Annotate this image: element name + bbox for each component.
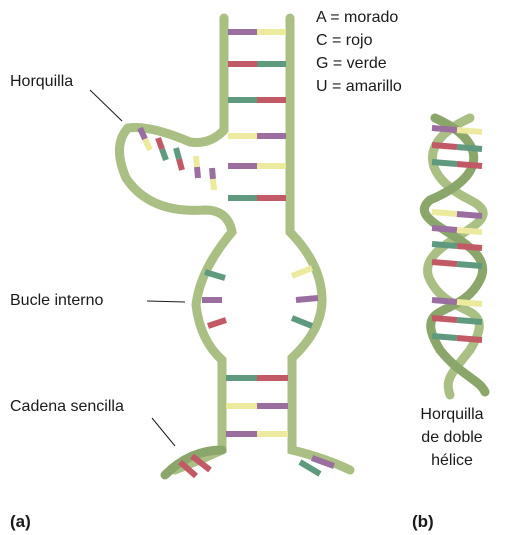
helix-pair-2-a (432, 162, 457, 164)
hairpin-pair-4-a (212, 168, 213, 179)
label-internal-loop: Bucle interno (10, 291, 103, 310)
panel-label-b: (b) (412, 512, 434, 532)
loop-base-4 (296, 298, 318, 300)
hairpin-pair-2-a (176, 148, 179, 159)
label-hairpin: Horquilla (10, 72, 73, 91)
helix-pair-8-b (457, 320, 482, 322)
caption-b-line2: de doble (392, 428, 508, 448)
double-helix-hairpin-b (424, 118, 485, 395)
helix-pair-1-b (457, 147, 482, 149)
hairpin-pair-0-b (145, 139, 150, 150)
helix-pair-3-a (432, 212, 457, 214)
helix-pair-6-a (432, 262, 457, 264)
loop-base-5 (292, 318, 312, 326)
helix-pair-5-a (432, 244, 457, 246)
helix-pair-9-b (457, 338, 482, 340)
helix-pair-5-b (457, 246, 482, 248)
caption-b-line1: Horquilla (392, 405, 508, 425)
helix-pair-8-a (432, 318, 457, 320)
hairpin-pair-3-b (197, 167, 198, 178)
legend-guanine: G = verde (316, 54, 387, 73)
caption-b-line3: hélice (392, 451, 508, 471)
hairpin-pair-3-a (196, 156, 197, 167)
hairpin-pair-1-a (158, 138, 162, 149)
panel-label-a: (a) (10, 512, 31, 532)
helix-pair-0-a (432, 128, 457, 130)
helix-pair-9-a (432, 336, 457, 338)
helix-pair-7-a (432, 300, 457, 302)
legend-uracil: U = amarillo (316, 77, 402, 96)
helix-pair-4-b (457, 230, 482, 232)
helix-pair-2-b (457, 164, 482, 166)
legend-adenine: A = morado (316, 8, 398, 27)
helix-pair-4-a (432, 228, 457, 230)
helix-pair-7-b (457, 302, 482, 304)
backbone-left-strand (119, 18, 232, 470)
loop-base-2 (208, 320, 226, 326)
label-single-strand: Cadena sencilla (10, 397, 124, 416)
hairpin-pair-2-b (179, 159, 182, 170)
helix-pair-0-b (457, 130, 482, 132)
hairpin-pair-1-b (162, 149, 166, 160)
helix-pair-1-a (432, 145, 457, 147)
tail-base-2 (300, 462, 320, 474)
legend-cytosine: C = rojo (316, 31, 372, 50)
helix-pair-3-b (457, 214, 482, 216)
helix-pair-6-b (457, 264, 482, 266)
hairpin-pair-4-b (213, 179, 214, 190)
loop-base-3 (292, 268, 312, 276)
